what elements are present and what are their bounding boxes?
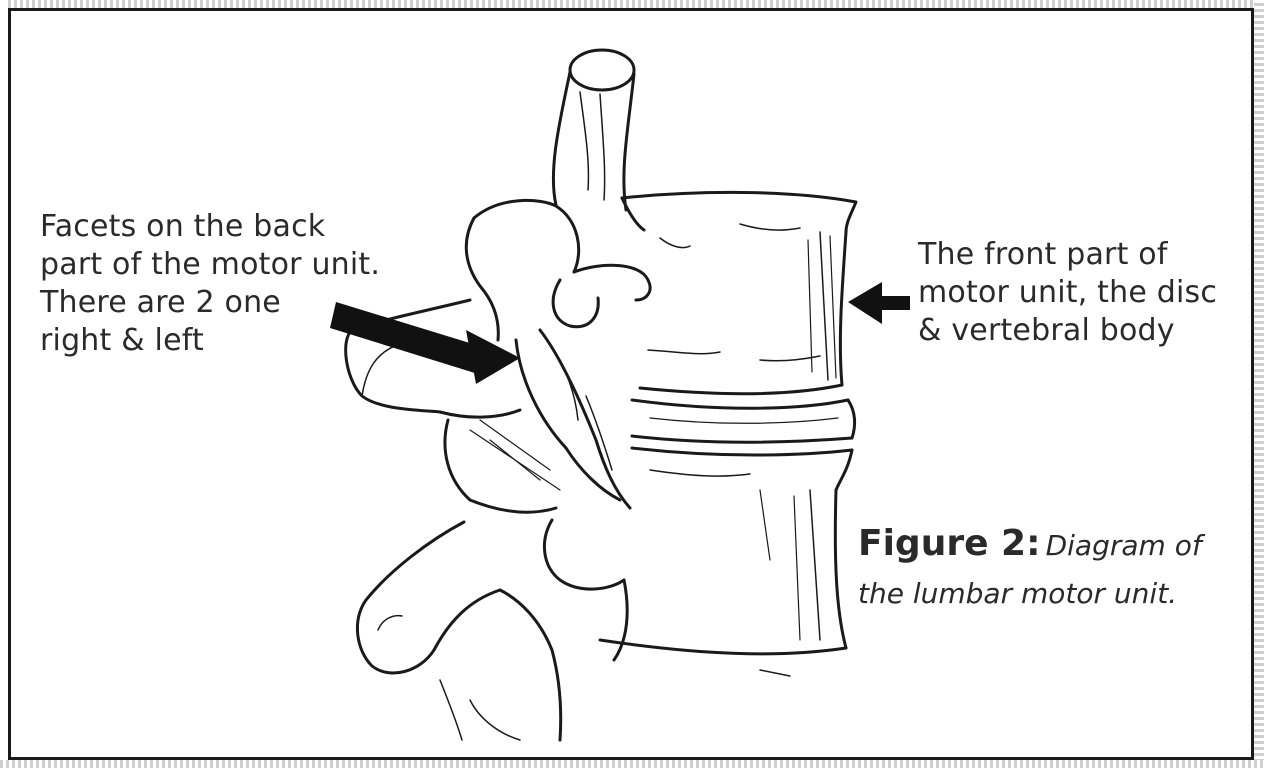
facets-annotation-line: right & left — [40, 322, 380, 360]
figure-caption: Figure 2: Diagram of the lumbar motor un… — [858, 522, 1202, 616]
figure-label: Figure 2: — [858, 523, 1040, 564]
facets-annotation-line: There are 2 one — [40, 284, 380, 322]
front-part-annotation-line: The front part of — [918, 236, 1217, 274]
intervertebral-disc — [632, 400, 855, 442]
front-part-annotation-line: motor unit, the disc — [918, 274, 1217, 312]
superior-process — [553, 50, 634, 210]
right-arrow-to-vertebral-body — [848, 282, 910, 324]
lower-posterior-elements — [357, 520, 627, 740]
lower-vertebral-body — [600, 448, 852, 676]
front-part-annotation: The front part of motor unit, the disc &… — [918, 236, 1217, 350]
facets-annotation-line: part of the motor unit. — [40, 246, 380, 284]
facets-annotation: Facets on the back part of the motor uni… — [40, 208, 380, 360]
caption-description-line: the lumbar motor unit. — [858, 572, 1202, 616]
upper-vertebral-body — [622, 192, 856, 393]
caption-description-line: Diagram of — [1046, 529, 1202, 562]
facets-annotation-line: Facets on the back — [40, 208, 380, 246]
front-part-annotation-line: & vertebral body — [918, 312, 1217, 350]
